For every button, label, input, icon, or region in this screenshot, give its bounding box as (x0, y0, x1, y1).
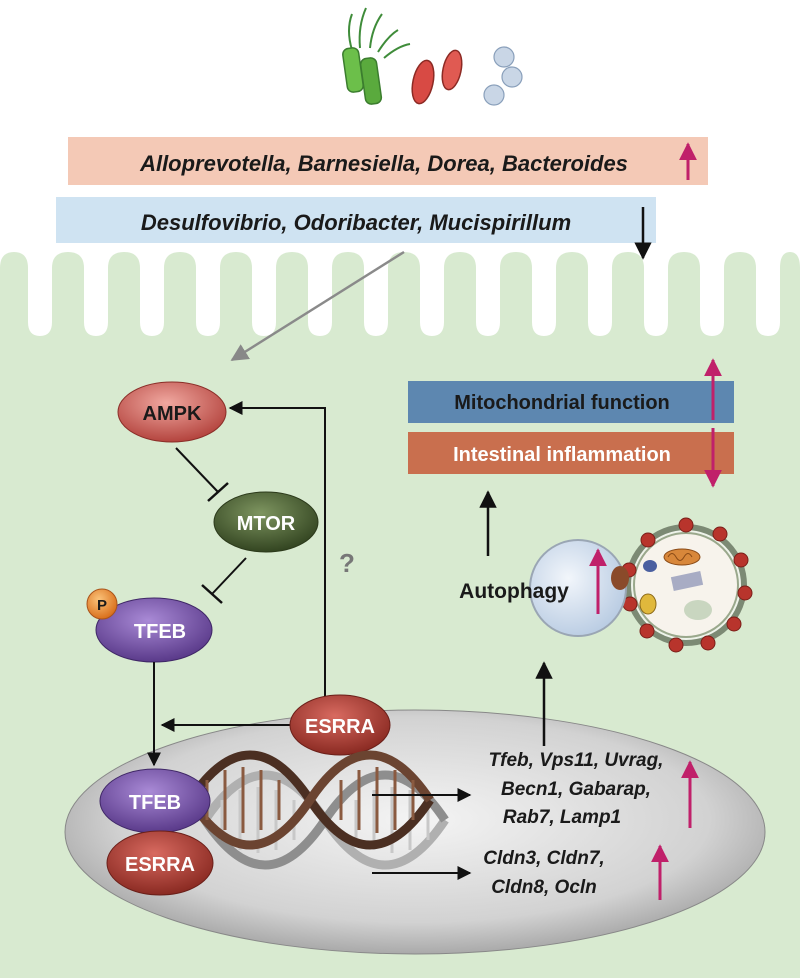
inhibition-bar-icon (207, 482, 229, 502)
tight-junction-genes: Cldn3, Cldn7, Cldn8, Ocln (483, 844, 669, 900)
microbiota-to-ampk-arrow (230, 250, 405, 362)
mitochondrion-icon (663, 548, 701, 566)
esrra-cytoplasm-node: ESRRA (289, 694, 391, 756)
ampk-inhibits-mtor (175, 447, 219, 493)
junction-genes-line-2: Cldn8, Ocln (491, 877, 597, 898)
increased-taxa-banner: Alloprevotella, Barnesiella, Dorea, Bact… (68, 137, 708, 185)
esrra-nucleus-node: ESRRA (106, 830, 214, 896)
tfeb-cytoplasm-label: TFEB (134, 621, 186, 643)
intestinal-inflammation-bar: Intestinal inflammation (408, 428, 734, 488)
autophagosome-icon (621, 517, 753, 653)
nucleus (64, 709, 766, 955)
ampk-label: AMPK (143, 403, 202, 425)
bacteria-illustration (342, 7, 523, 106)
autophagy-genes: Tfeb, Vps11, Uvrag, Becn1, Gabarap, Rab7… (489, 750, 699, 828)
junction-genes-line-1: Cldn3, Cldn7, (483, 848, 604, 869)
mtor-node: MTOR (213, 491, 319, 553)
mitochondrial-function-label: Mitochondrial function (454, 392, 670, 414)
esrra-cytoplasm-label: ESRRA (305, 716, 375, 738)
phosphate-icon (86, 588, 118, 620)
dna-helix-icon (186, 750, 449, 870)
mtor-label: MTOR (237, 513, 296, 535)
autophagy-genes-line-1: Tfeb, Vps11, Uvrag, (489, 750, 664, 771)
tfeb-nucleus-node: TFEB (99, 768, 211, 834)
tfeb-cytoplasm-node: TFEB P (86, 588, 213, 663)
phosphate-label: P (97, 597, 107, 614)
autophagy-genes-line-3: Rab7, Lamp1 (503, 807, 621, 828)
tfeb-nucleus-label: TFEB (129, 792, 181, 814)
ampk-node: AMPK (117, 381, 227, 443)
lysosome-vesicle-icon (529, 539, 629, 637)
cocci-bacteria-icon (483, 46, 523, 106)
unknown-link-label: ? (339, 548, 355, 578)
intestinal-inflammation-label: Intestinal inflammation (453, 444, 671, 466)
decreased-taxa-label: Desulfovibrio, Odoribacter, Mucispirillu… (141, 210, 571, 235)
mitochondrial-function-bar: Mitochondrial function (408, 358, 734, 423)
mtor-inhibits-tfeb (211, 557, 247, 595)
rod-bacteria-icon (411, 49, 463, 105)
esrra-to-ampk-arrow (228, 401, 326, 705)
autophagy-genes-line-2: Becn1, Gabarap, (501, 779, 651, 800)
esrra-nucleus-label: ESRRA (125, 854, 195, 876)
flagellated-bacteria-icon (342, 7, 411, 105)
autophagy-label: Autophagy (459, 580, 569, 603)
increased-taxa-label: Alloprevotella, Barnesiella, Dorea, Bact… (139, 151, 628, 176)
decreased-taxa-banner: Desulfovibrio, Odoribacter, Mucispirillu… (56, 197, 656, 260)
inhibition-bar-icon (201, 584, 223, 604)
